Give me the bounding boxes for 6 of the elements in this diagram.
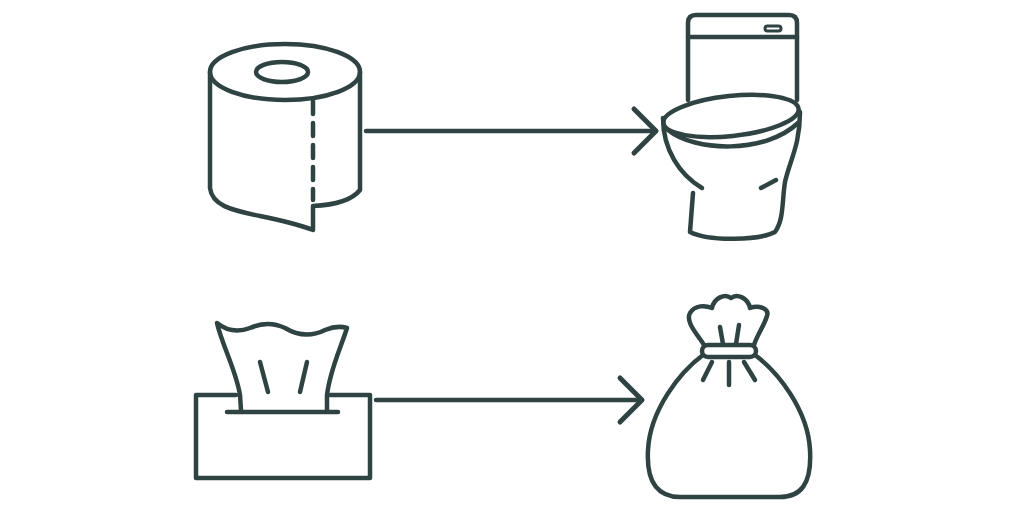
garbage-bag-drawing	[645, 292, 813, 500]
tissue-box-drawing	[193, 318, 373, 481]
toilet-paper-roll-drawing	[207, 41, 363, 233]
arrow	[373, 375, 645, 425]
toilet-drawing	[659, 12, 803, 243]
arrow	[363, 106, 659, 156]
